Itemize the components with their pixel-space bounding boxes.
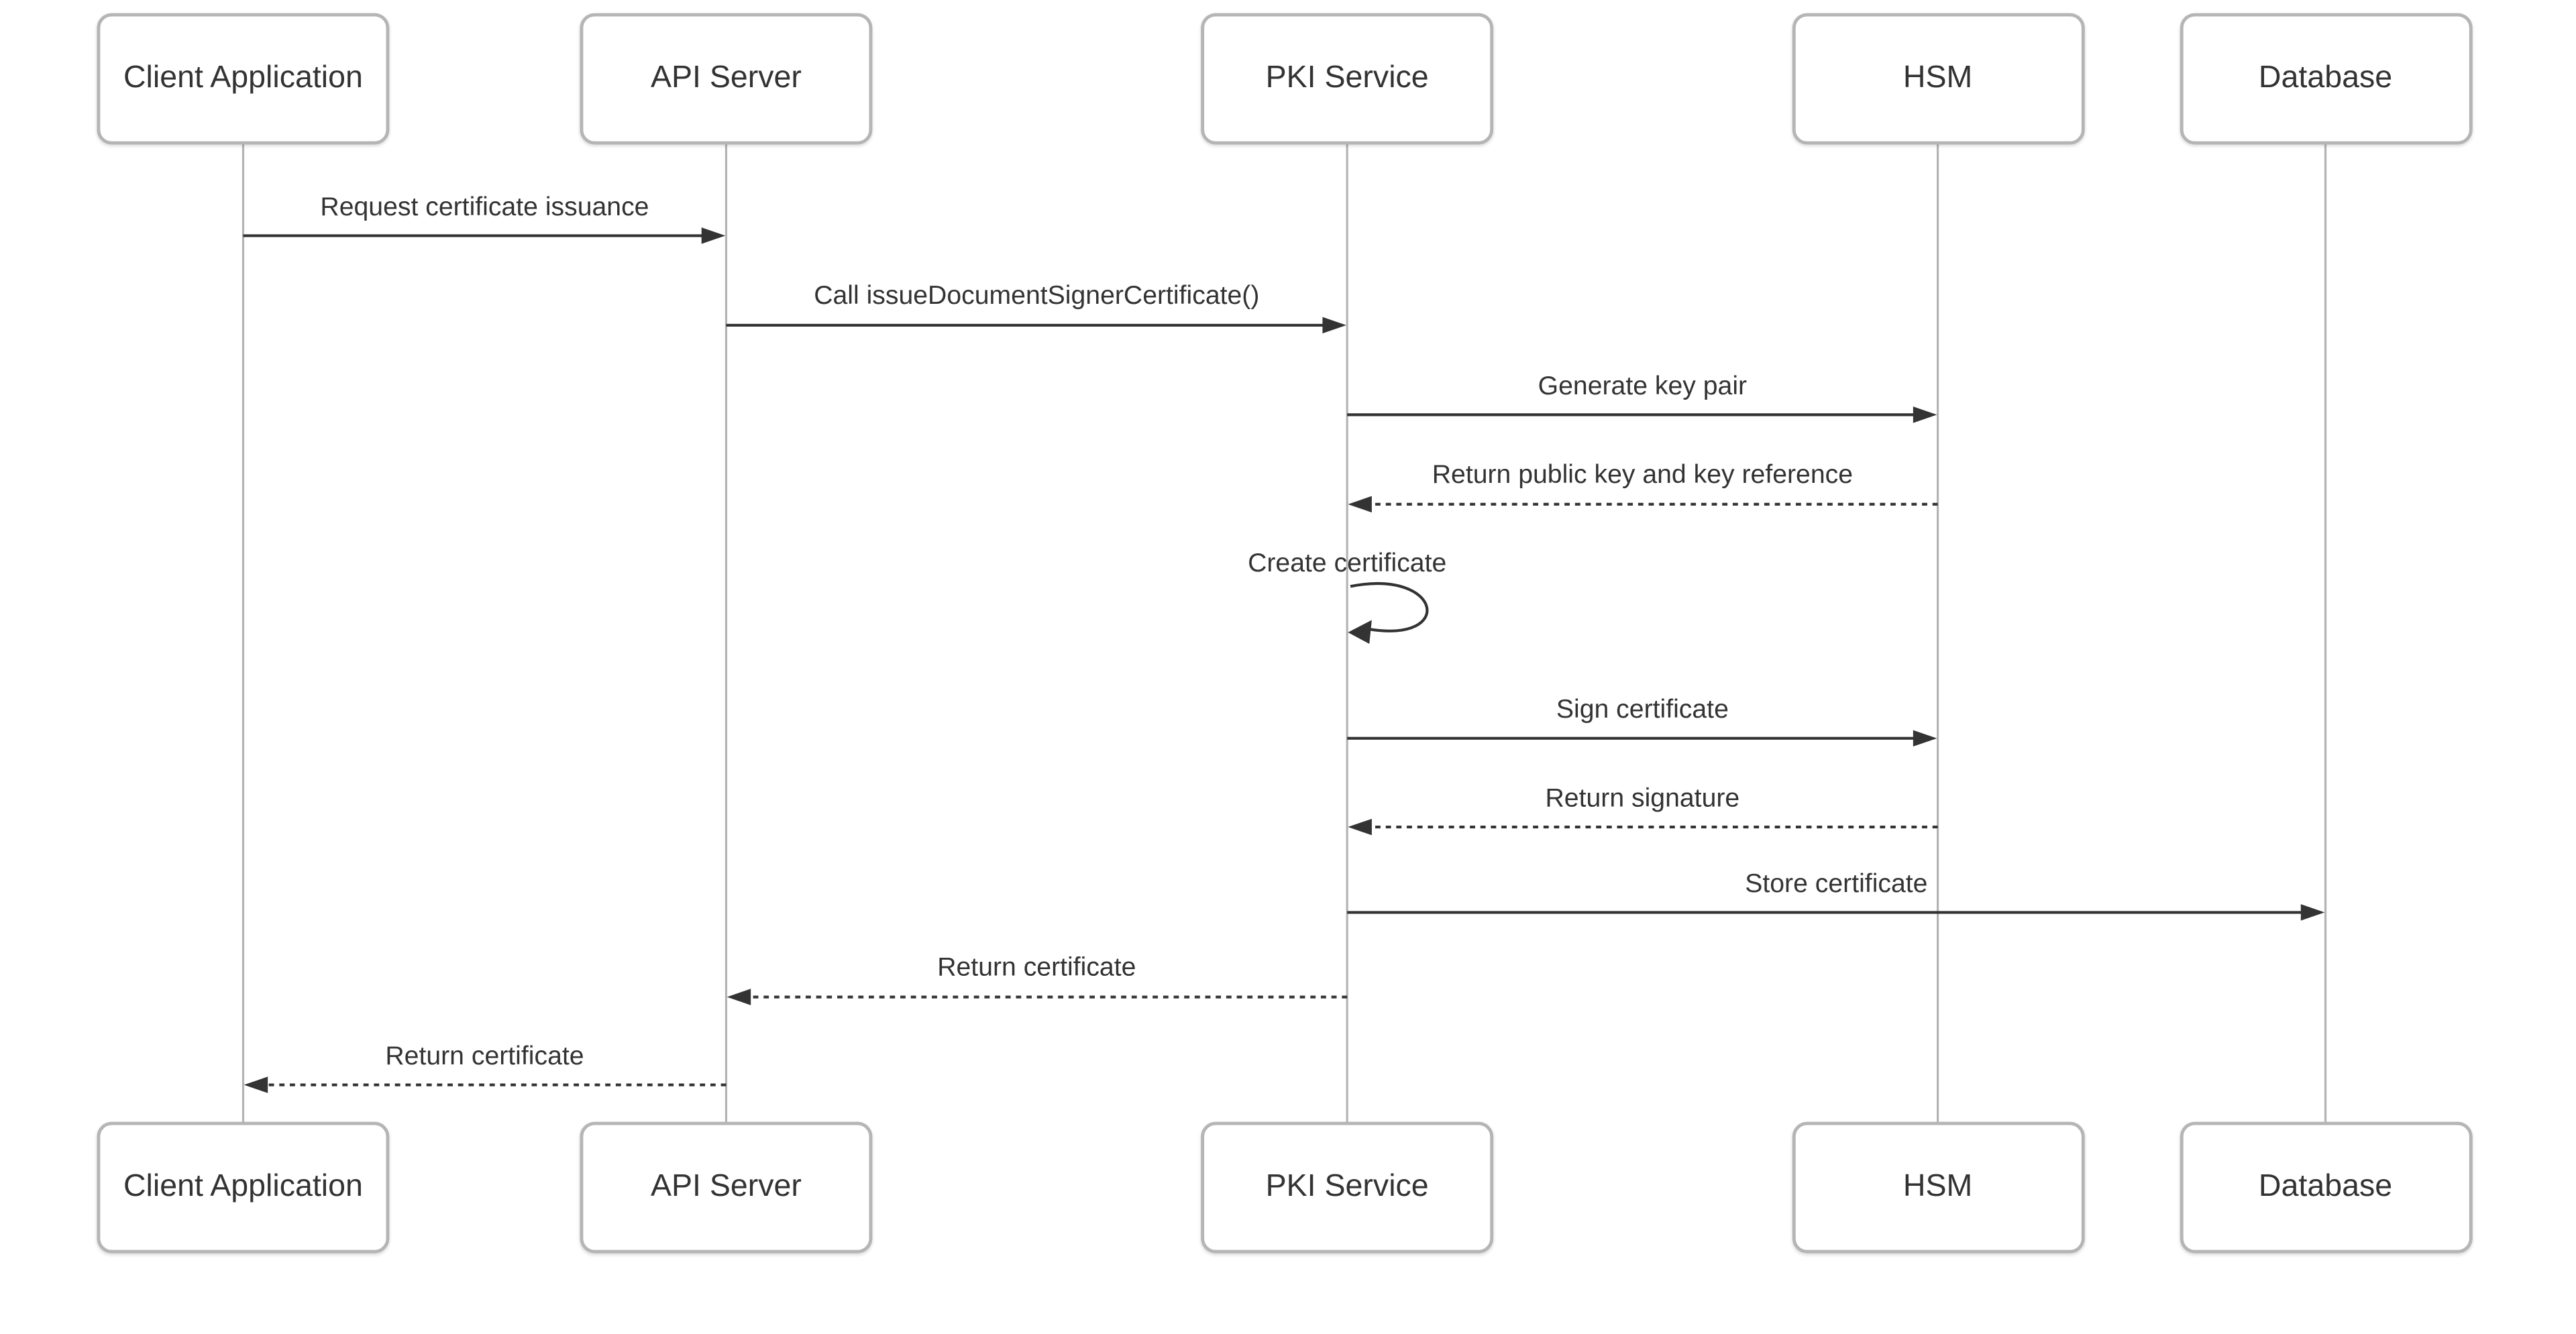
message-label: Call issueDocumentSignerCertificate() [814,282,1260,311]
message-label: Generate key pair [1538,372,1748,400]
actor-label: HSM [1902,60,1973,96]
arrowhead [701,227,726,244]
arrowhead [1322,317,1346,334]
actor-client-top: Client Application [97,13,390,145]
message-label: Return certificate [385,1042,584,1070]
actor-label: API Server [650,60,802,96]
actor-label: API Server [650,1169,802,1205]
actor-db-top: Database [2179,13,2472,145]
actor-label: Client Application [123,1169,363,1205]
actor-label: Client Application [123,60,363,96]
actor-db-bottom: Database [2179,1121,2472,1254]
arrowhead [1913,730,1937,747]
message-label: Sign certificate [1556,696,1729,724]
arrowhead [1348,620,1372,645]
actor-pki-bottom: PKI Service [1201,1121,1494,1254]
message-label: Request certificate issuance [320,192,649,221]
message-label: Create certificate [1248,550,1447,579]
self-message-arc [1350,582,1429,632]
arrowhead [244,1076,268,1093]
arrowhead [1348,818,1372,836]
actor-api-bottom: API Server [580,1121,873,1254]
message-label: Return certificate [937,954,1136,983]
actor-pki-top: PKI Service [1201,13,1494,145]
actor-api-top: API Server [580,13,873,145]
arrowhead [727,989,751,1005]
actor-client-bottom: Client Application [97,1121,390,1254]
actor-hsm-bottom: HSM [1791,1121,2084,1254]
actor-label: PKI Service [1265,60,1429,96]
arrowhead [2300,904,2325,921]
arrowhead [1913,406,1937,423]
message-label: Return public key and key reference [1432,461,1854,490]
actor-label: Database [2258,60,2393,96]
message-label: Return signature [1545,784,1740,813]
actor-label: HSM [1902,1169,1973,1205]
actor-label: Database [2258,1169,2393,1205]
arrowhead [1348,496,1372,513]
actor-hsm-top: HSM [1791,13,2084,145]
actor-label: PKI Service [1265,1169,1429,1205]
message-label: Store certificate [1745,869,1928,898]
